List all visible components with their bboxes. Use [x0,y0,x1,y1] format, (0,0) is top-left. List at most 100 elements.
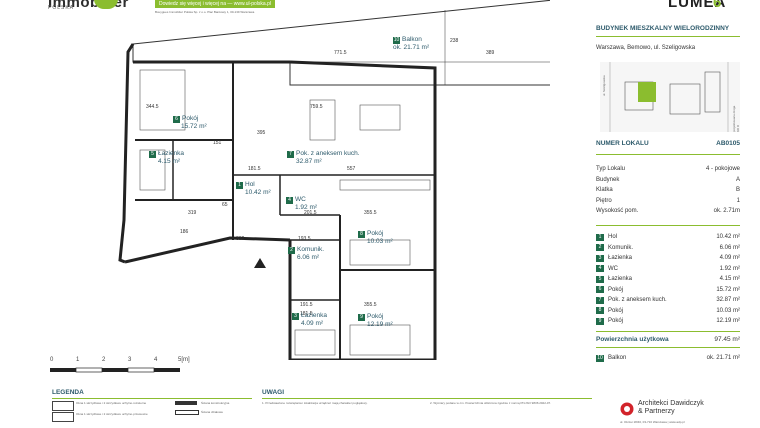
room-area: 10.03 m² [367,238,393,245]
dim-7: 181.5 [248,166,261,172]
architect-name: Architekci Dawidczyk & Partnerzy [638,400,704,415]
scale-tick-2: 2 [102,357,106,363]
outer-wall-right [289,60,437,360]
detail-row: Wysokość pom.ok. 2.71m [596,208,740,215]
entrance-arrow-icon [254,258,266,268]
room-number-badge: 7 [287,151,294,158]
building-type: BUDYNEK MIESZKALNY WIELORODZINNY [596,25,730,32]
architect-address: ul. Okrzei 18/40, 03-710 Warszawa | www.… [620,420,685,424]
bed [139,69,186,131]
unit-number-row: NUMER LOKALU AB0105 [596,140,740,152]
dim-2: 389 [486,50,495,56]
legend-title: LEGENDA [52,389,84,396]
notes-text-1: 1. Przedstawione rozwiązania i lokalizac… [262,401,368,405]
street-label-2: projektowana droga KD D [732,105,740,132]
room-number-badge: 8 [358,231,365,238]
dim-6: 395 [257,130,266,136]
bed-room9 [349,324,411,356]
divider [596,347,740,348]
legend-structural-wall-icon [175,401,197,405]
room-number-badge: 9 [358,314,365,321]
outer-wall-left [118,43,135,264]
total-area-value: 97.45 m² [714,336,740,343]
room-number-badge: 3 [292,313,299,320]
dining-table [359,104,401,131]
legend-item-2: Okna 1 skrzydłowe i 2 skrzydłowe uchylno… [76,412,148,416]
room-number-badge: 4 [286,197,293,204]
legend-item-3: Ściana konstrukcyjna [201,401,230,405]
project-logo: LUMEA [668,0,727,11]
room-area: 4.09 m² [301,320,324,327]
sofa [309,99,336,141]
dim-1: 771.5 [334,50,347,56]
room-area: 15.72 m² [181,123,207,130]
dim-9: 151 [213,140,222,146]
notes-text-2: 2. Wymiary podane w cm. Powierzchnia obl… [430,401,552,405]
architect-logo-icon [620,402,634,416]
scale-tick-5: 5[m] [178,357,190,363]
dim-18: 181.5 [300,311,313,317]
scale-tick-1: 1 [76,357,80,363]
unit-number-value: AB0105 [716,140,740,147]
company-address: Bouygues Immobilier Polska Sp. z o.o. Pl… [155,10,255,14]
brand-sub: POLSKA [48,5,75,11]
dim-14: 332 [236,236,245,242]
dim-10: 65 [222,202,228,208]
legend-partition-wall-icon [175,410,199,415]
street-label-1: ul. Szeligowska [602,75,606,96]
scale-bar [50,367,180,373]
divider [596,225,740,226]
outer-wall-bottom-left [124,236,291,264]
brand-logo-text: Immobilier [48,0,129,11]
notes-divider [262,398,592,399]
legend-window-icon-1 [52,401,74,411]
shower [139,149,166,191]
balcony-outline [132,0,550,86]
dim-12: 201.5 [304,210,317,216]
dim-17: 191.5 [300,302,313,308]
location: Warszawa, Bemowo, ul. Szeligowska [596,45,696,51]
room-area: 4.15 m² [158,158,181,165]
dim-15: 193.5 [298,236,311,242]
divider [596,331,740,332]
room-area: 6.06 m² [297,254,320,261]
scale-tick-0: 0 [50,357,54,363]
outer-wall-bottom [288,240,435,360]
website-banner[interactable]: Dowiedz się więcej i więcej na — www.ul-… [155,0,275,8]
dim-11: 319 [188,210,197,216]
legend-item-4: Ściana działowa [201,410,223,414]
room-area: 12.19 m² [367,321,393,328]
divider [596,154,740,155]
total-area-row: Powierzchnia użytkowa 97.45 m² [596,336,740,343]
dim-5: 759.5 [310,104,323,110]
room-area: 32.87 m² [296,158,322,165]
room-number-badge: 6 [173,116,180,123]
room-area: ok. 21.71 m² [393,44,430,51]
room-number-badge: 5 [149,151,156,158]
dim-8: 557 [347,166,356,172]
room-number-badge: 2 [288,247,295,254]
project-logo-number: 6 [713,0,722,11]
dim-13: 355.5 [364,210,377,216]
balcony-row: 10 Balkon ok. 21.71 m² [596,354,740,362]
